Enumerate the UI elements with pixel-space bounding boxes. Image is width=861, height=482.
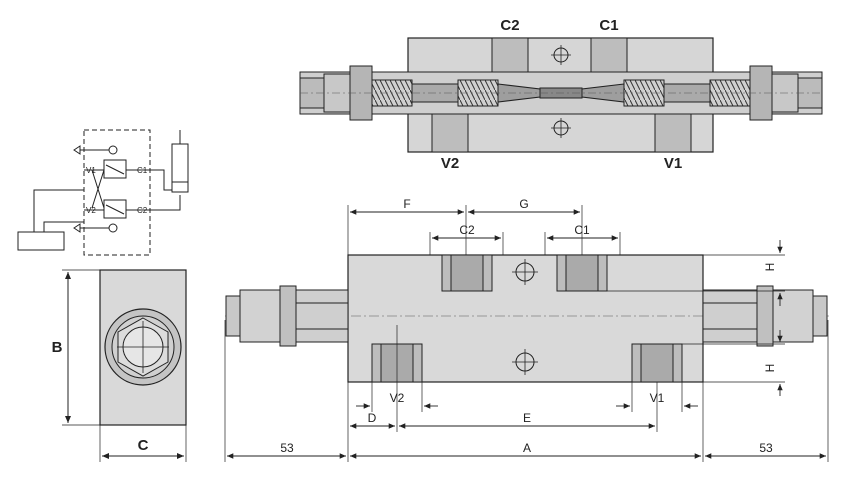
dim-label-h-bottom: H xyxy=(763,364,777,373)
dim-label-a: A xyxy=(523,441,531,455)
front-hole-bottom xyxy=(512,349,538,375)
dim-label-c1: C1 xyxy=(574,223,590,237)
schematic-frame xyxy=(83,129,151,256)
cylinder-symbol xyxy=(171,143,189,193)
dim-label-c: C xyxy=(138,437,149,454)
schematic-label-v1: V1 xyxy=(86,166,96,175)
right-cartridge-front xyxy=(702,285,828,347)
dim-label-v2: V2 xyxy=(390,391,405,405)
label-v1-section: V1 xyxy=(664,155,682,172)
schematic-label-c1: C1 xyxy=(137,166,148,175)
port-c2-section xyxy=(491,37,529,77)
label-c2-section: C2 xyxy=(500,17,519,34)
pump-symbol xyxy=(17,231,65,251)
mount-hole-bottom xyxy=(551,118,571,138)
label-c1-section: C1 xyxy=(599,17,618,34)
port-v1-section xyxy=(654,111,692,153)
dim-label-53-right: 53 xyxy=(759,441,773,455)
left-cartridge-front xyxy=(225,285,349,347)
dim-label-v1: V1 xyxy=(650,391,665,405)
dim-label-g: G xyxy=(519,197,528,211)
front-hole-top xyxy=(512,259,538,285)
dim-label-h-top: H xyxy=(763,263,777,272)
mount-hole-top xyxy=(551,45,571,65)
port-v2-section xyxy=(431,111,469,153)
side-view: B C xyxy=(52,269,187,462)
dim-label-53-left: 53 xyxy=(280,441,294,455)
dim-label-b: B xyxy=(52,339,63,356)
port-c1-section xyxy=(590,37,628,77)
schematic-label-c2: C2 xyxy=(137,206,148,215)
hydraulic-schematic: V1 C1 V2 C2 xyxy=(17,129,189,256)
schematic-label-v2: V2 xyxy=(86,206,96,215)
section-view: C2 C1 V2 V1 xyxy=(299,17,823,172)
label-v2-section: V2 xyxy=(441,155,459,172)
dim-label-e: E xyxy=(523,411,531,425)
front-view: F G C2 C1 H H V2 V1 D E 53 A 53 xyxy=(224,197,830,462)
dim-label-d: D xyxy=(368,411,377,425)
dim-label-f: F xyxy=(403,197,410,211)
dim-label-c2: C2 xyxy=(459,223,475,237)
